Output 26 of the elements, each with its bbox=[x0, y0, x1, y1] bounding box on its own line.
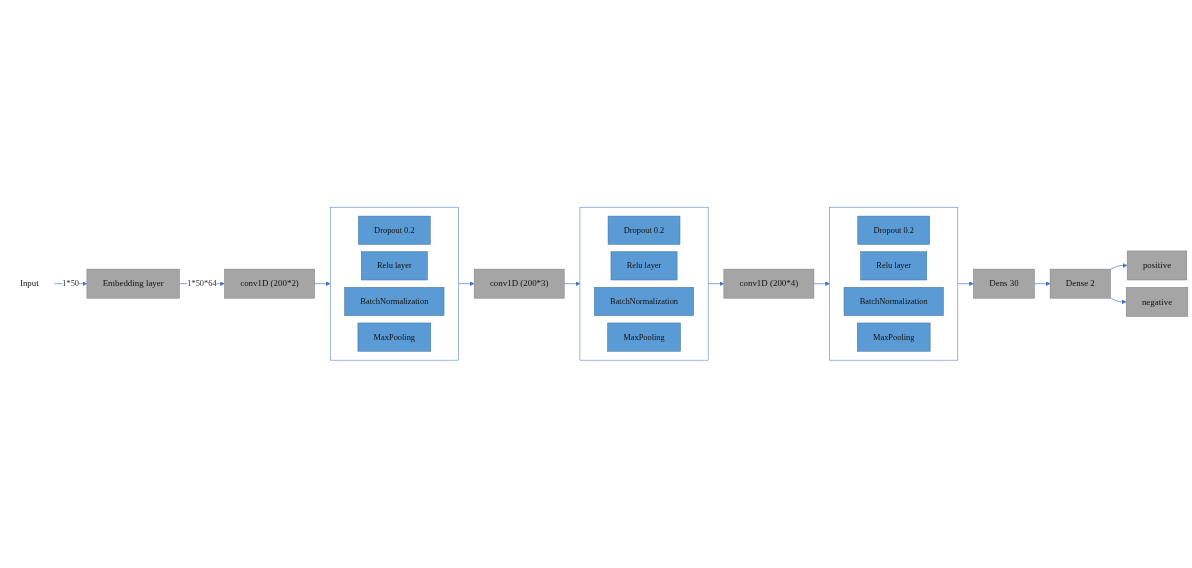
node-box: BatchNormalization bbox=[344, 287, 445, 317]
node-box: Relu layer bbox=[860, 251, 928, 281]
node-box: Dense 2 bbox=[1049, 269, 1111, 299]
node-box: Dropout 0.2 bbox=[607, 216, 681, 245]
node-box: BatchNormalization bbox=[843, 287, 944, 317]
cluster bbox=[579, 207, 709, 361]
node-box: MaxPooling bbox=[857, 323, 931, 352]
cluster bbox=[330, 207, 459, 361]
edge-label: 1*50 bbox=[62, 279, 80, 289]
node-box: Embedding layer bbox=[86, 269, 180, 299]
node-box: negative bbox=[1125, 287, 1189, 317]
edge-label: 1*50*64 bbox=[187, 279, 217, 289]
node-box: Dens 30 bbox=[973, 269, 1035, 299]
node-box: BatchNormalization bbox=[594, 287, 694, 317]
node-box: MaxPooling bbox=[607, 323, 681, 352]
node-box: positive bbox=[1126, 251, 1188, 281]
cluster bbox=[829, 207, 959, 361]
node-box: conv1D (200*4) bbox=[723, 269, 815, 299]
node-text: Input bbox=[19, 278, 39, 289]
node-box: conv1D (200*3) bbox=[473, 269, 565, 299]
node-box: Relu layer bbox=[361, 251, 428, 281]
node-box: Dropout 0.2 bbox=[857, 216, 930, 245]
node-box: MaxPooling bbox=[357, 323, 432, 352]
node-box: Dropout 0.2 bbox=[358, 216, 431, 245]
node-box: Relu layer bbox=[610, 251, 678, 281]
node-box: conv1D (200*2) bbox=[224, 269, 315, 299]
